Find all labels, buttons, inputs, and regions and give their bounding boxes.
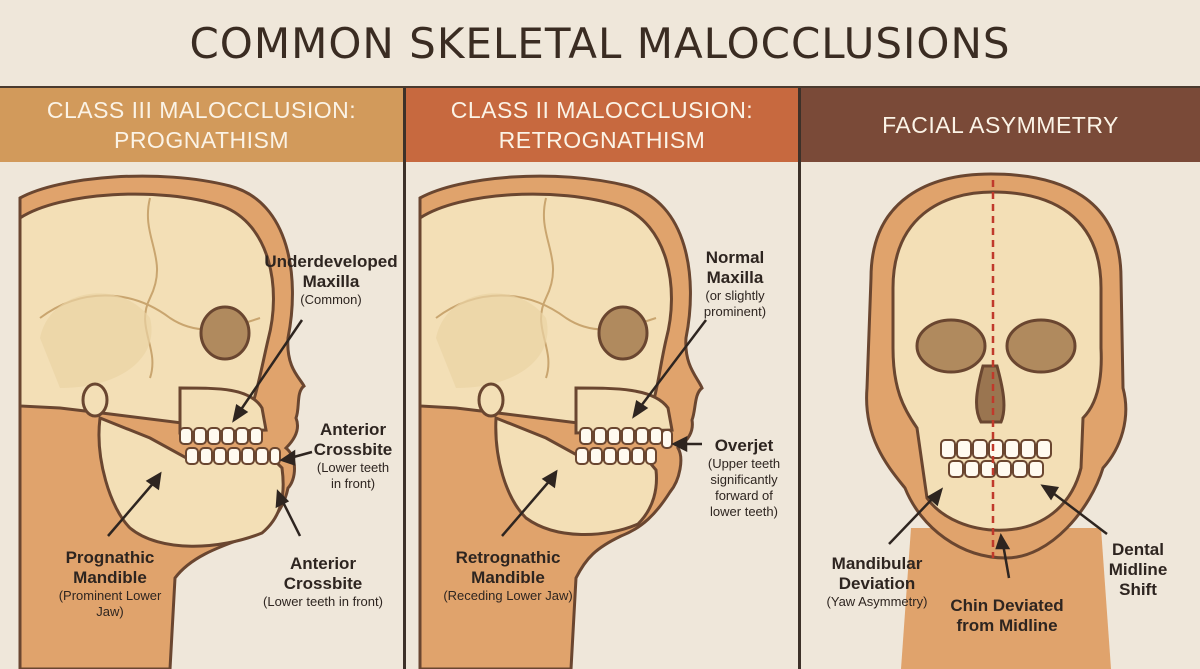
panel-header-class-ii: CLASS II MALOCCLUSION: RETROGNATHISM xyxy=(406,88,798,162)
panel-class-ii: CLASS II MALOCCLUSION: RETROGNATHISM Nor xyxy=(406,88,798,669)
divider-1 xyxy=(403,88,406,669)
maxilla xyxy=(574,386,674,435)
lower-teeth xyxy=(575,447,657,465)
upper-teeth xyxy=(579,427,673,449)
panel-header-asymmetry: FACIAL ASYMMETRY xyxy=(801,88,1200,162)
lower-teeth xyxy=(185,447,281,465)
nasal-cavity xyxy=(975,364,1006,424)
label-prognathic-mandible: Prognathic Mandible (Prominent Lower Jaw… xyxy=(58,548,162,619)
orbit xyxy=(597,305,649,361)
mandible xyxy=(494,415,658,536)
label-mandibular-deviation: Mandibular Deviation (Yaw Asymmetry) xyxy=(826,554,928,609)
panel-class-iii: CLASS III MALOCCLUSION: PROGNATHISM xyxy=(0,88,403,669)
panel-facial-asymmetry: FACIAL ASYMMETRY Mandibular Deviation (Y… xyxy=(801,88,1200,669)
lower-teeth xyxy=(948,460,1044,478)
temporal-region xyxy=(436,293,548,388)
mandible xyxy=(97,415,285,548)
divider-2 xyxy=(798,88,801,669)
header-line-2: RETROGNATHISM xyxy=(498,127,706,153)
maxilla xyxy=(178,386,268,435)
annotation-arrows xyxy=(107,319,313,537)
label-retrognathic-mandible: Retrognathic Mandible (Receding Lower Ja… xyxy=(443,548,573,603)
upper-teeth xyxy=(179,427,263,445)
label-anterior-crossbite-right: Anterior Crossbite (Lower teeth in front… xyxy=(313,420,393,491)
ear-canal xyxy=(477,382,505,418)
header-line-1: FACIAL ASYMMETRY xyxy=(882,112,1119,138)
page-title: COMMON SKELETAL MALOCCLUSIONS xyxy=(0,0,1200,88)
right-orbit xyxy=(1005,318,1077,374)
annotation-arrows xyxy=(888,484,1108,579)
label-anterior-crossbite-bottom: Anterior Crossbite (Lower teeth in front… xyxy=(263,554,383,609)
ear-canal xyxy=(81,382,109,418)
left-orbit xyxy=(915,318,987,374)
header-line-1: CLASS II MALOCCLUSION: xyxy=(450,97,754,123)
label-chin-deviated: Chin Deviated from Midline xyxy=(950,596,1064,635)
header-line-2: PROGNATHISM xyxy=(113,127,290,153)
header-line-1: CLASS III MALOCCLUSION: xyxy=(46,97,357,123)
panel-header-class-iii: CLASS III MALOCCLUSION: PROGNATHISM xyxy=(0,88,403,162)
label-normal-maxilla: Normal Maxilla (or slightly prominent) xyxy=(703,248,767,319)
label-overjet: Overjet (Upper teeth significantly forwa… xyxy=(707,436,781,519)
neck xyxy=(901,528,1111,669)
temporal-region xyxy=(40,293,152,388)
orbit xyxy=(199,305,251,361)
label-underdeveloped-maxilla: Underdeveloped Maxilla (Common) xyxy=(264,252,398,307)
facial-asymmetry-illustration xyxy=(865,172,1128,669)
retrognathism-illustration xyxy=(418,174,707,669)
upper-teeth xyxy=(940,439,1052,459)
prognathism-illustration xyxy=(18,174,313,669)
label-dental-midline-shift: Dental Midline Shift xyxy=(1108,540,1168,599)
annotation-arrows xyxy=(501,319,707,537)
